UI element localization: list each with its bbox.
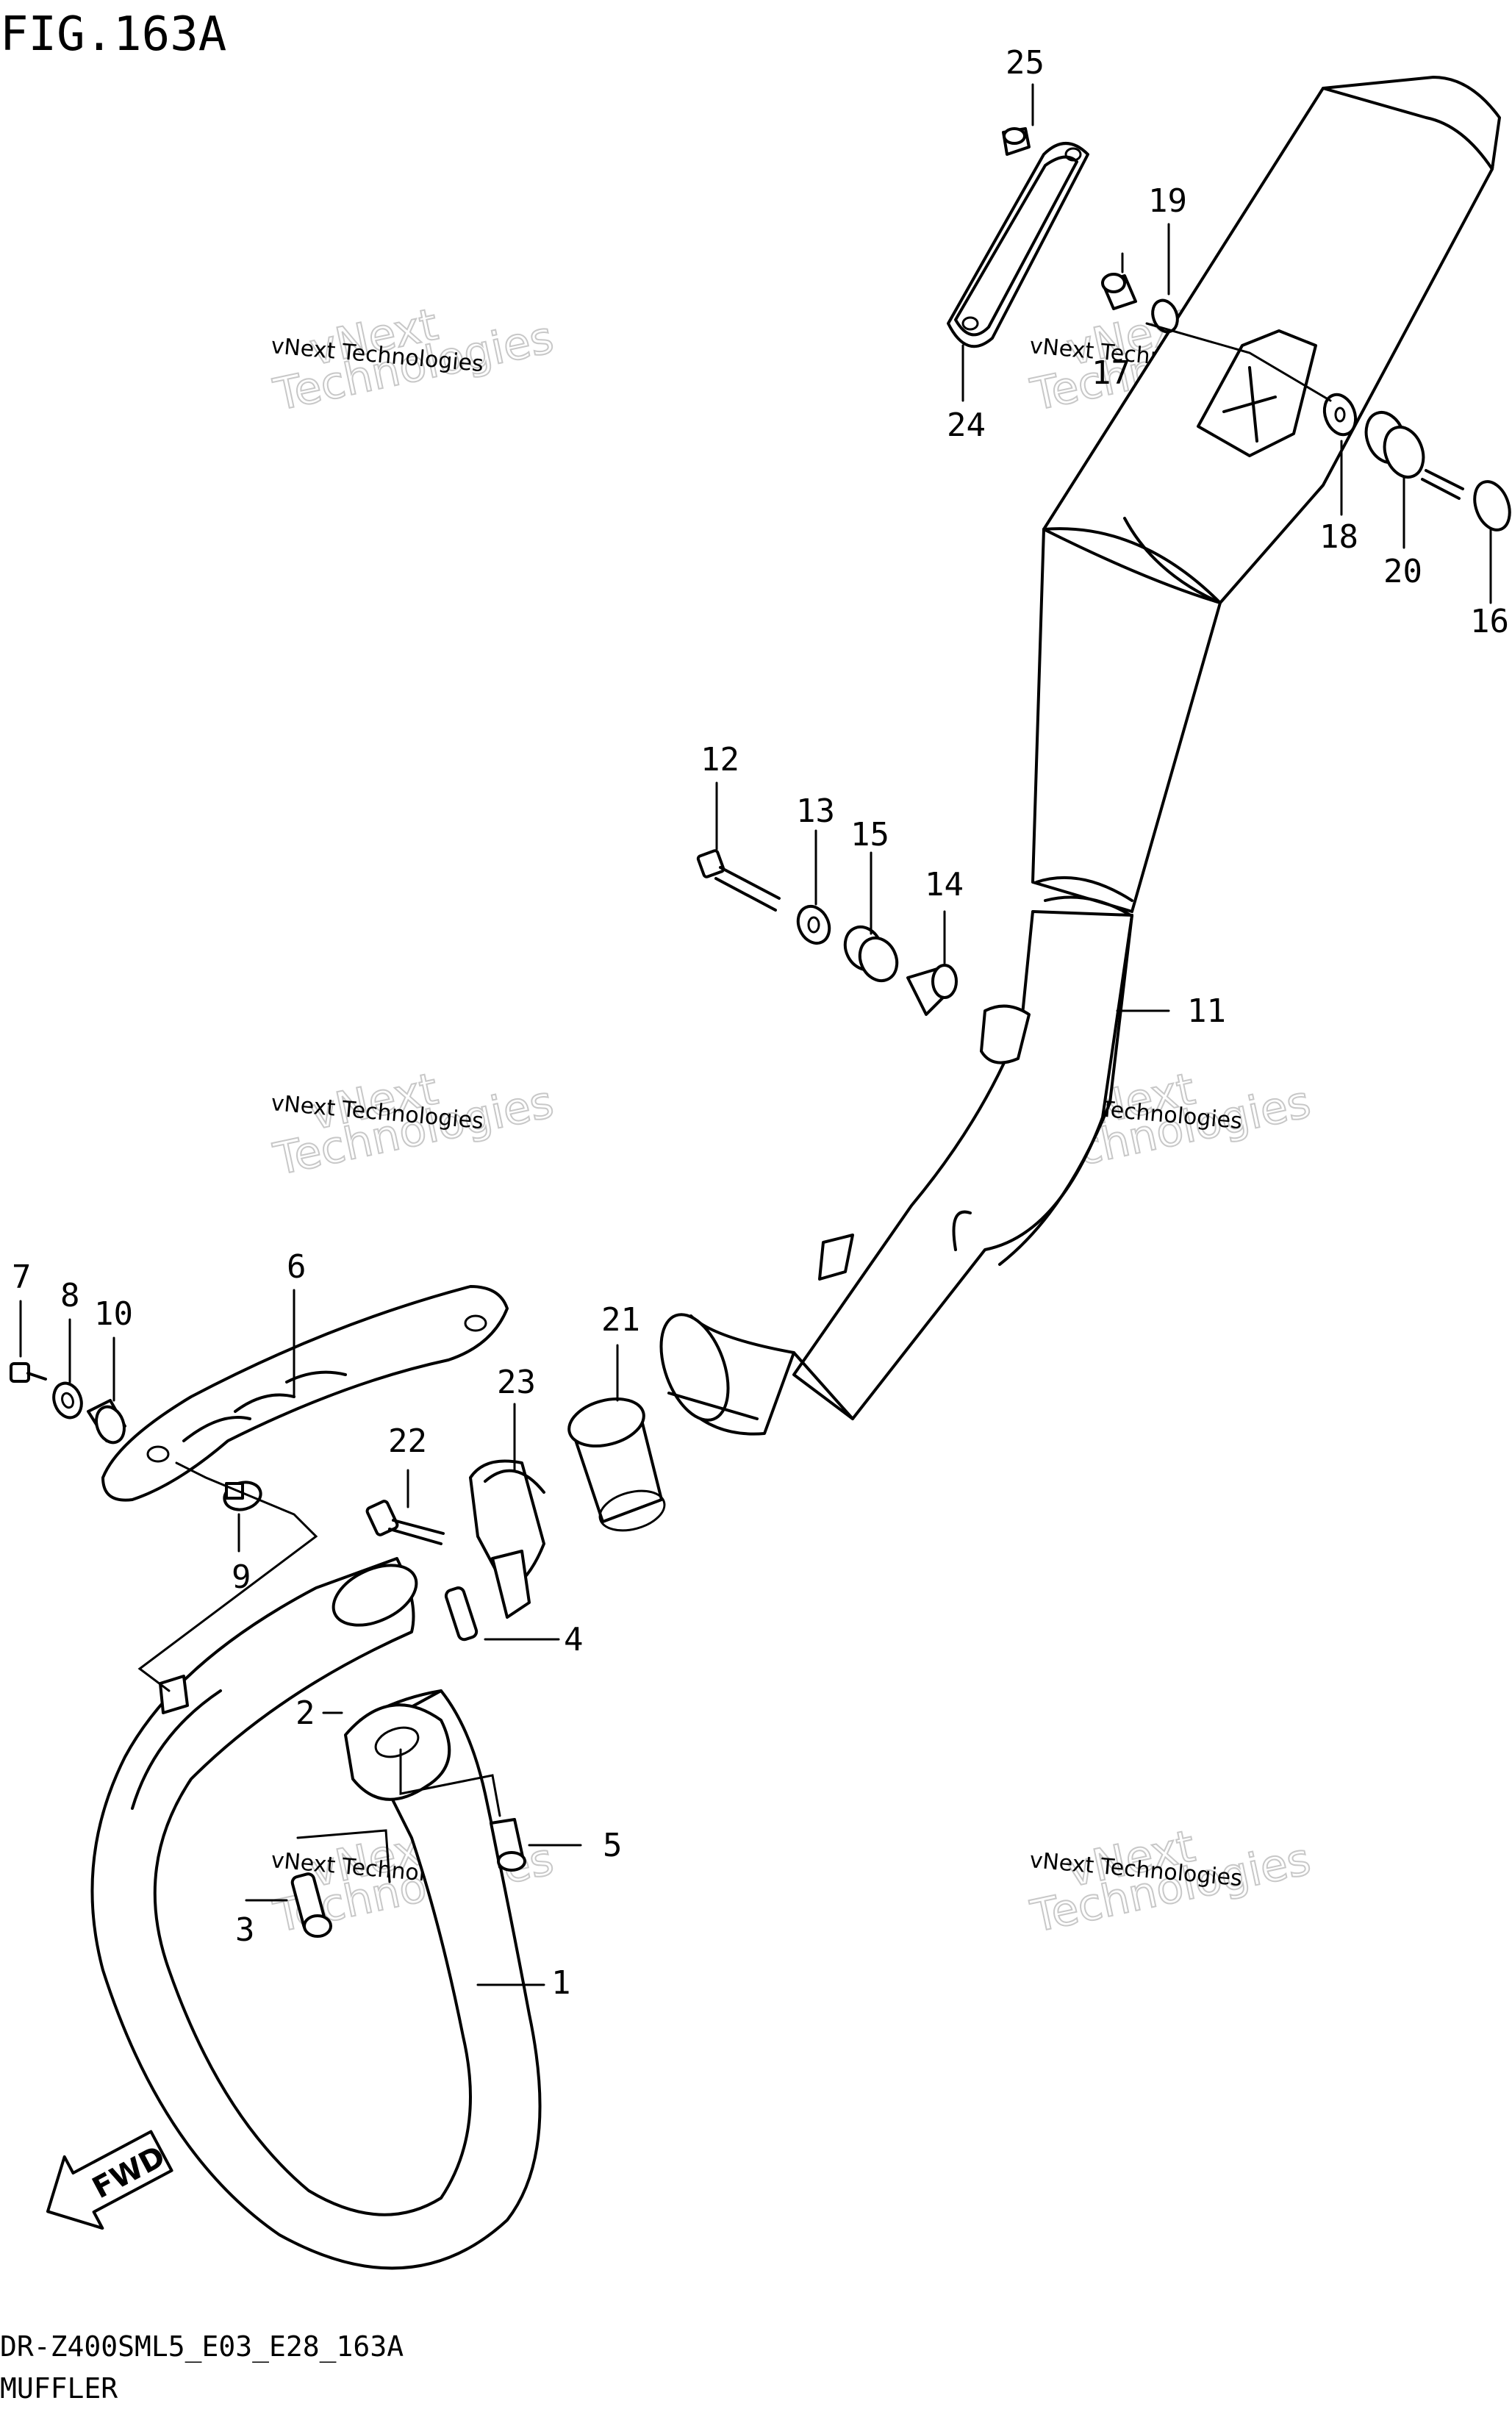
callout-3: 3 <box>235 1911 255 1949</box>
callout-25: 25 <box>1006 44 1045 82</box>
callout-4: 4 <box>564 1621 584 1658</box>
figure-code: DR-Z400SML5_E03_E28_163A <box>0 2330 404 2363</box>
callout-12: 12 <box>701 741 739 778</box>
middle-pipe <box>659 910 1133 1436</box>
callout-18: 18 <box>1319 518 1358 556</box>
clamp-bolt <box>365 1500 445 1545</box>
rear-bracket-plate <box>947 142 1089 348</box>
callout-21: 21 <box>601 1301 640 1339</box>
rear-grommet <box>1364 411 1425 479</box>
header-bolt <box>290 1872 332 1938</box>
callout-9: 9 <box>232 1558 251 1596</box>
callout-10: 10 <box>94 1295 133 1333</box>
callout-2: 2 <box>295 1694 315 1732</box>
shield-collar <box>87 1399 126 1445</box>
callout-5: 5 <box>603 1827 623 1864</box>
callout-11: 11 <box>1187 992 1226 1030</box>
mount-collar <box>906 964 958 1016</box>
callout-20: 20 <box>1383 553 1422 590</box>
rear-collar <box>1101 273 1137 310</box>
figure-name: MUFFLER <box>0 2372 118 2405</box>
callout-19: 19 <box>1148 182 1187 220</box>
callout-24: 24 <box>947 407 986 444</box>
watermark: Technologies vNext <box>268 1062 559 1186</box>
callout-14: 14 <box>925 866 964 903</box>
rear-cap-nut <box>1002 127 1031 156</box>
shield-washer <box>52 1381 83 1420</box>
header-pipe <box>90 1557 542 2270</box>
callout-23: 23 <box>497 1364 536 1401</box>
rear-bolt <box>1421 469 1511 531</box>
header-nut <box>490 1818 526 1872</box>
callout-8: 8 <box>60 1277 80 1314</box>
mount-washer <box>796 904 831 945</box>
mount-grommet <box>843 925 899 983</box>
rear-washer <box>1322 393 1358 437</box>
callout-15: 15 <box>850 816 889 853</box>
mount-bolt <box>696 849 781 912</box>
callout-17: 17 <box>1092 354 1131 392</box>
joint-gasket <box>567 1397 666 1532</box>
callout-1: 1 <box>551 1964 571 2002</box>
callout-6: 6 <box>287 1248 307 1286</box>
shield-bolt <box>10 1362 47 1383</box>
callout-labels: 1 2 3 4 5 6 7 8 10 9 11 12 13 15 14 16 1… <box>12 44 1509 2002</box>
stud-bolt <box>444 1586 479 1642</box>
fwd-arrow: FWD <box>46 2130 173 2230</box>
callout-16: 16 <box>1470 603 1509 640</box>
callout-7: 7 <box>12 1259 32 1296</box>
shield-screw <box>223 1481 262 1511</box>
heat-shield <box>101 1285 509 1502</box>
figure-title: FIG.163A <box>0 7 226 62</box>
callout-22: 22 <box>388 1422 427 1460</box>
callout-13: 13 <box>796 792 835 830</box>
leader-lines <box>19 83 1492 1986</box>
muffler-body <box>1031 76 1501 917</box>
exhaust-clamp <box>469 1459 545 1619</box>
